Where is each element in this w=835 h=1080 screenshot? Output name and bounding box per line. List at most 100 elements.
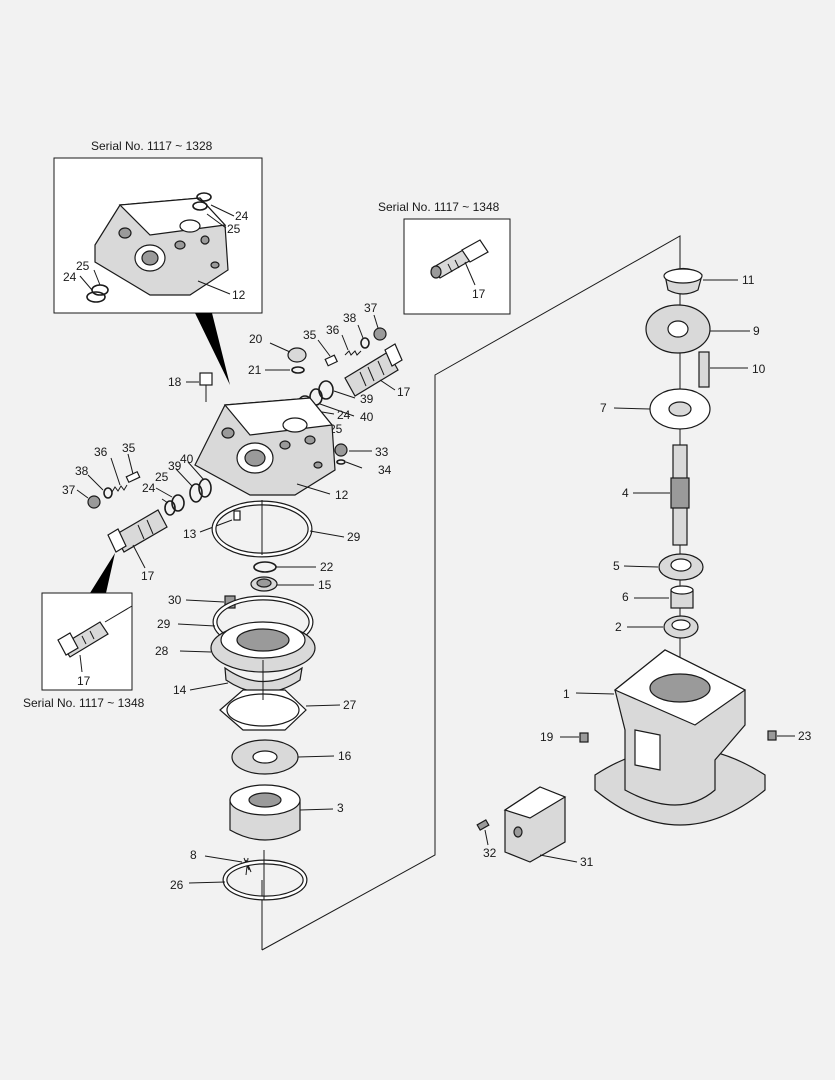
bolt-18 — [199, 372, 213, 386]
callout-25: 25 — [76, 259, 90, 273]
callout-28: 28 — [155, 644, 169, 658]
callout-7: 7 — [600, 401, 607, 415]
left-inset-pointer — [90, 553, 115, 593]
spring-36b — [111, 484, 128, 493]
callout-25: 25 — [227, 222, 241, 236]
top-inset-serial-label: Serial No. 1117 ~ 1328 — [91, 139, 213, 153]
top-inset-pointer — [195, 313, 230, 385]
plug-33 — [334, 443, 348, 457]
callout-40: 40 — [180, 452, 194, 466]
callout-30: 30 — [168, 593, 182, 607]
top-inset: Serial No. 1117 ~ 1328 24 25 25 24 12 — [53, 139, 263, 385]
callout-24: 24 — [235, 209, 249, 223]
ring-24b — [171, 494, 185, 512]
callout-19: 19 — [540, 730, 554, 744]
housing-assembly: 1 19 23 31 32 — [476, 649, 812, 869]
callout-38: 38 — [343, 311, 357, 325]
callout-38: 38 — [75, 464, 89, 478]
inset-oring-25 — [192, 201, 208, 211]
callout-24: 24 — [63, 270, 77, 284]
pin-10 — [698, 351, 710, 388]
callout-29: 29 — [157, 617, 171, 631]
inset-valve-block — [94, 197, 229, 296]
callout-12: 12 — [232, 288, 246, 302]
left-inset-frame — [41, 592, 133, 691]
callout-6: 6 — [622, 590, 629, 604]
callout-39: 39 — [360, 392, 374, 406]
callout-39: 39 — [168, 459, 182, 473]
spring-36 — [344, 350, 362, 356]
callout-8: 8 — [190, 848, 197, 862]
inset-relief-valve — [430, 239, 489, 279]
plug-37 — [373, 327, 387, 341]
oring-34 — [336, 459, 346, 465]
callout-17: 17 — [472, 287, 486, 301]
plate-14 — [224, 666, 303, 694]
bolt-19 — [579, 732, 589, 743]
callout-14: 14 — [173, 683, 187, 697]
inset-oring-24 — [196, 192, 212, 202]
ring-40b — [198, 478, 212, 498]
left-inset-serial-label: Serial No. 1117 ~ 1348 — [23, 696, 145, 710]
oring-22 — [253, 561, 277, 573]
bolt-23 — [767, 730, 777, 741]
callout-10: 10 — [752, 362, 766, 376]
callout-5: 5 — [613, 559, 620, 573]
oring-38b — [103, 487, 113, 499]
callout-26: 26 — [170, 878, 184, 892]
callout-36: 36 — [94, 445, 108, 459]
callout-37: 37 — [364, 301, 378, 315]
callout-24: 24 — [142, 481, 156, 495]
callout-31: 31 — [580, 855, 594, 869]
callout-20: 20 — [249, 332, 263, 346]
callout-33: 33 — [375, 445, 389, 459]
oring-21 — [291, 366, 305, 374]
callout-1: 1 — [563, 687, 570, 701]
plug-20 — [287, 347, 307, 363]
ring-25b — [164, 500, 176, 516]
callout-21: 21 — [248, 363, 262, 377]
callout-17: 17 — [77, 674, 91, 688]
motor-assembly: 22 15 30 29 28 14 27 16 — [155, 560, 357, 901]
callout-37: 37 — [62, 483, 76, 497]
inset-relief-valve-left — [57, 605, 133, 658]
inset-oring-24b — [86, 291, 106, 303]
ring-39b — [189, 483, 203, 503]
callout-32: 32 — [483, 846, 497, 860]
left-inset: 17 Serial No. 1117 ~ 1348 — [23, 553, 145, 710]
callout-15: 15 — [318, 578, 332, 592]
callout-17: 17 — [397, 385, 411, 399]
shaft-assembly: 11 9 10 7 4 5 6 2 — [600, 267, 766, 639]
callout-24: 24 — [337, 408, 351, 422]
pin-35 — [324, 354, 339, 367]
callout-12: 12 — [335, 488, 349, 502]
callout-36: 36 — [326, 323, 340, 337]
callout-23: 23 — [798, 729, 812, 743]
ring-39 — [318, 380, 334, 400]
callout-3: 3 — [337, 801, 344, 815]
callout-40: 40 — [360, 410, 374, 424]
callout-34: 34 — [378, 463, 392, 477]
callout-13: 13 — [183, 527, 197, 541]
pin-35b — [125, 470, 141, 484]
callout-25: 25 — [155, 470, 169, 484]
valve-block-assembly: 18 20 21 35 36 38 37 17 — [62, 301, 411, 583]
callout-9: 9 — [753, 324, 760, 338]
callout-2: 2 — [615, 620, 622, 634]
callout-16: 16 — [338, 749, 352, 763]
callout-4: 4 — [622, 486, 629, 500]
callout-35: 35 — [303, 328, 317, 342]
callout-22: 22 — [320, 560, 334, 574]
right-inset-serial-label: Serial No. 1117 ~ 1348 — [378, 200, 500, 214]
oring-38 — [360, 337, 370, 349]
callout-17: 17 — [141, 569, 155, 583]
plug-37b — [87, 495, 101, 509]
callout-18: 18 — [168, 375, 182, 389]
pin-13 — [233, 510, 241, 521]
bolt-32 — [476, 819, 490, 831]
callout-27: 27 — [343, 698, 357, 712]
right-inset: Serial No. 1117 ~ 1348 17 — [378, 200, 511, 315]
callout-29: 29 — [347, 530, 361, 544]
callout-35: 35 — [122, 441, 136, 455]
